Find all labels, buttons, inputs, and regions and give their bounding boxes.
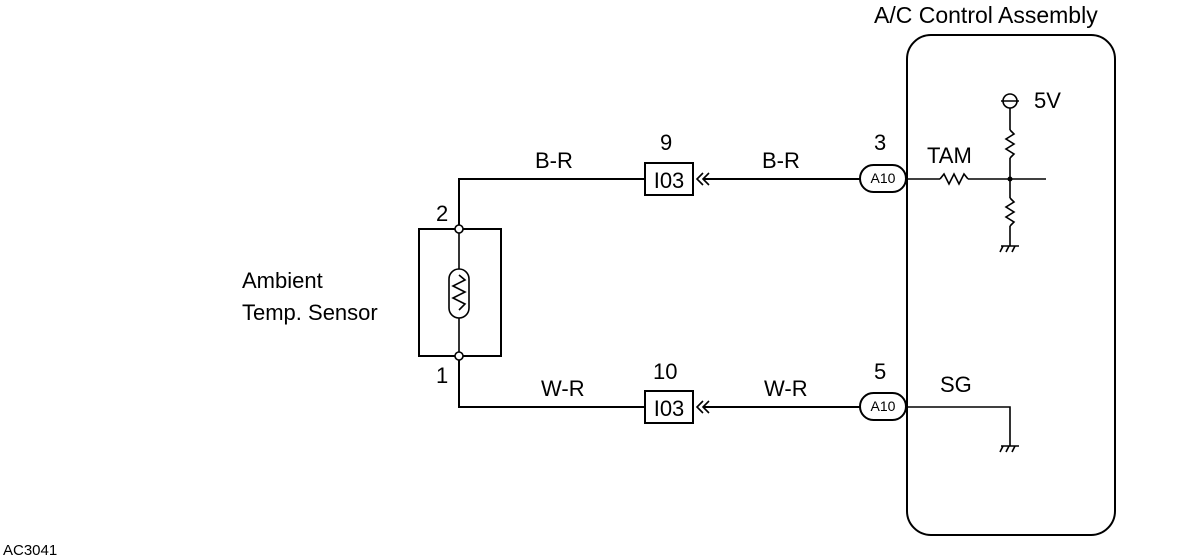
- top-wire-left: [458, 178, 645, 225]
- bottom-connector-chevrons-icon: [695, 400, 710, 414]
- pullup-resistor-icon: [1004, 129, 1016, 159]
- top-connector-box: [644, 162, 694, 196]
- sensor-pin-number-top: 2: [436, 201, 448, 226]
- bottom-wire-left: [458, 360, 645, 408]
- bottom-ecu-connector-id: A10: [871, 398, 896, 414]
- sensor-pin-top: [454, 224, 464, 234]
- top-ecu-pin: 3: [874, 130, 886, 155]
- supply-voltage-label: 5V: [1034, 88, 1061, 113]
- bottom-wire-color-left: W-R: [541, 376, 585, 401]
- tam-resistor-icon: [939, 172, 969, 186]
- top-wire-color-left: B-R: [535, 148, 573, 173]
- top-wire-color-right: B-R: [762, 148, 800, 173]
- top-connector-pin: 9: [660, 130, 672, 155]
- sensor-box: [418, 228, 502, 357]
- figure-code: AC3041: [3, 542, 57, 559]
- bottom-circuit: W-R W-R 10 I03 5 A10 SG: [458, 359, 1019, 453]
- bottom-connector-id: I03: [654, 396, 685, 421]
- sg-label: SG: [940, 372, 972, 397]
- bottom-ecu-pin: 5: [874, 359, 886, 384]
- top-connector-chevrons-icon: [695, 172, 710, 186]
- sensor-label-line2: Temp. Sensor: [242, 300, 378, 325]
- sensor-pin-bottom: [454, 351, 464, 361]
- ecu-box: [906, 34, 1116, 536]
- bottom-connector-box: [644, 390, 694, 424]
- pulldown-resistor-icon: [1004, 197, 1016, 227]
- top-circuit: B-R B-R 9 I03 3 A10 TAM 5V: [458, 88, 1061, 253]
- power-supply-icon: [1001, 93, 1019, 130]
- top-ecu-connector-id: A10: [871, 170, 896, 186]
- sg-wire: [906, 406, 1011, 446]
- top-connector-id: I03: [654, 168, 685, 193]
- sensor-pin-number-bottom: 1: [436, 363, 448, 388]
- bottom-ground-icon: [999, 445, 1019, 453]
- tam-label: TAM: [927, 143, 972, 168]
- sensor-label-line1: Ambient: [242, 268, 323, 293]
- bottom-wire-color-right: W-R: [764, 376, 808, 401]
- thermistor-symbol: [448, 229, 470, 356]
- top-ground-icon: [999, 245, 1019, 253]
- ecu-title: A/C Control Assembly: [874, 2, 1098, 28]
- bottom-connector-pin: 10: [653, 359, 677, 384]
